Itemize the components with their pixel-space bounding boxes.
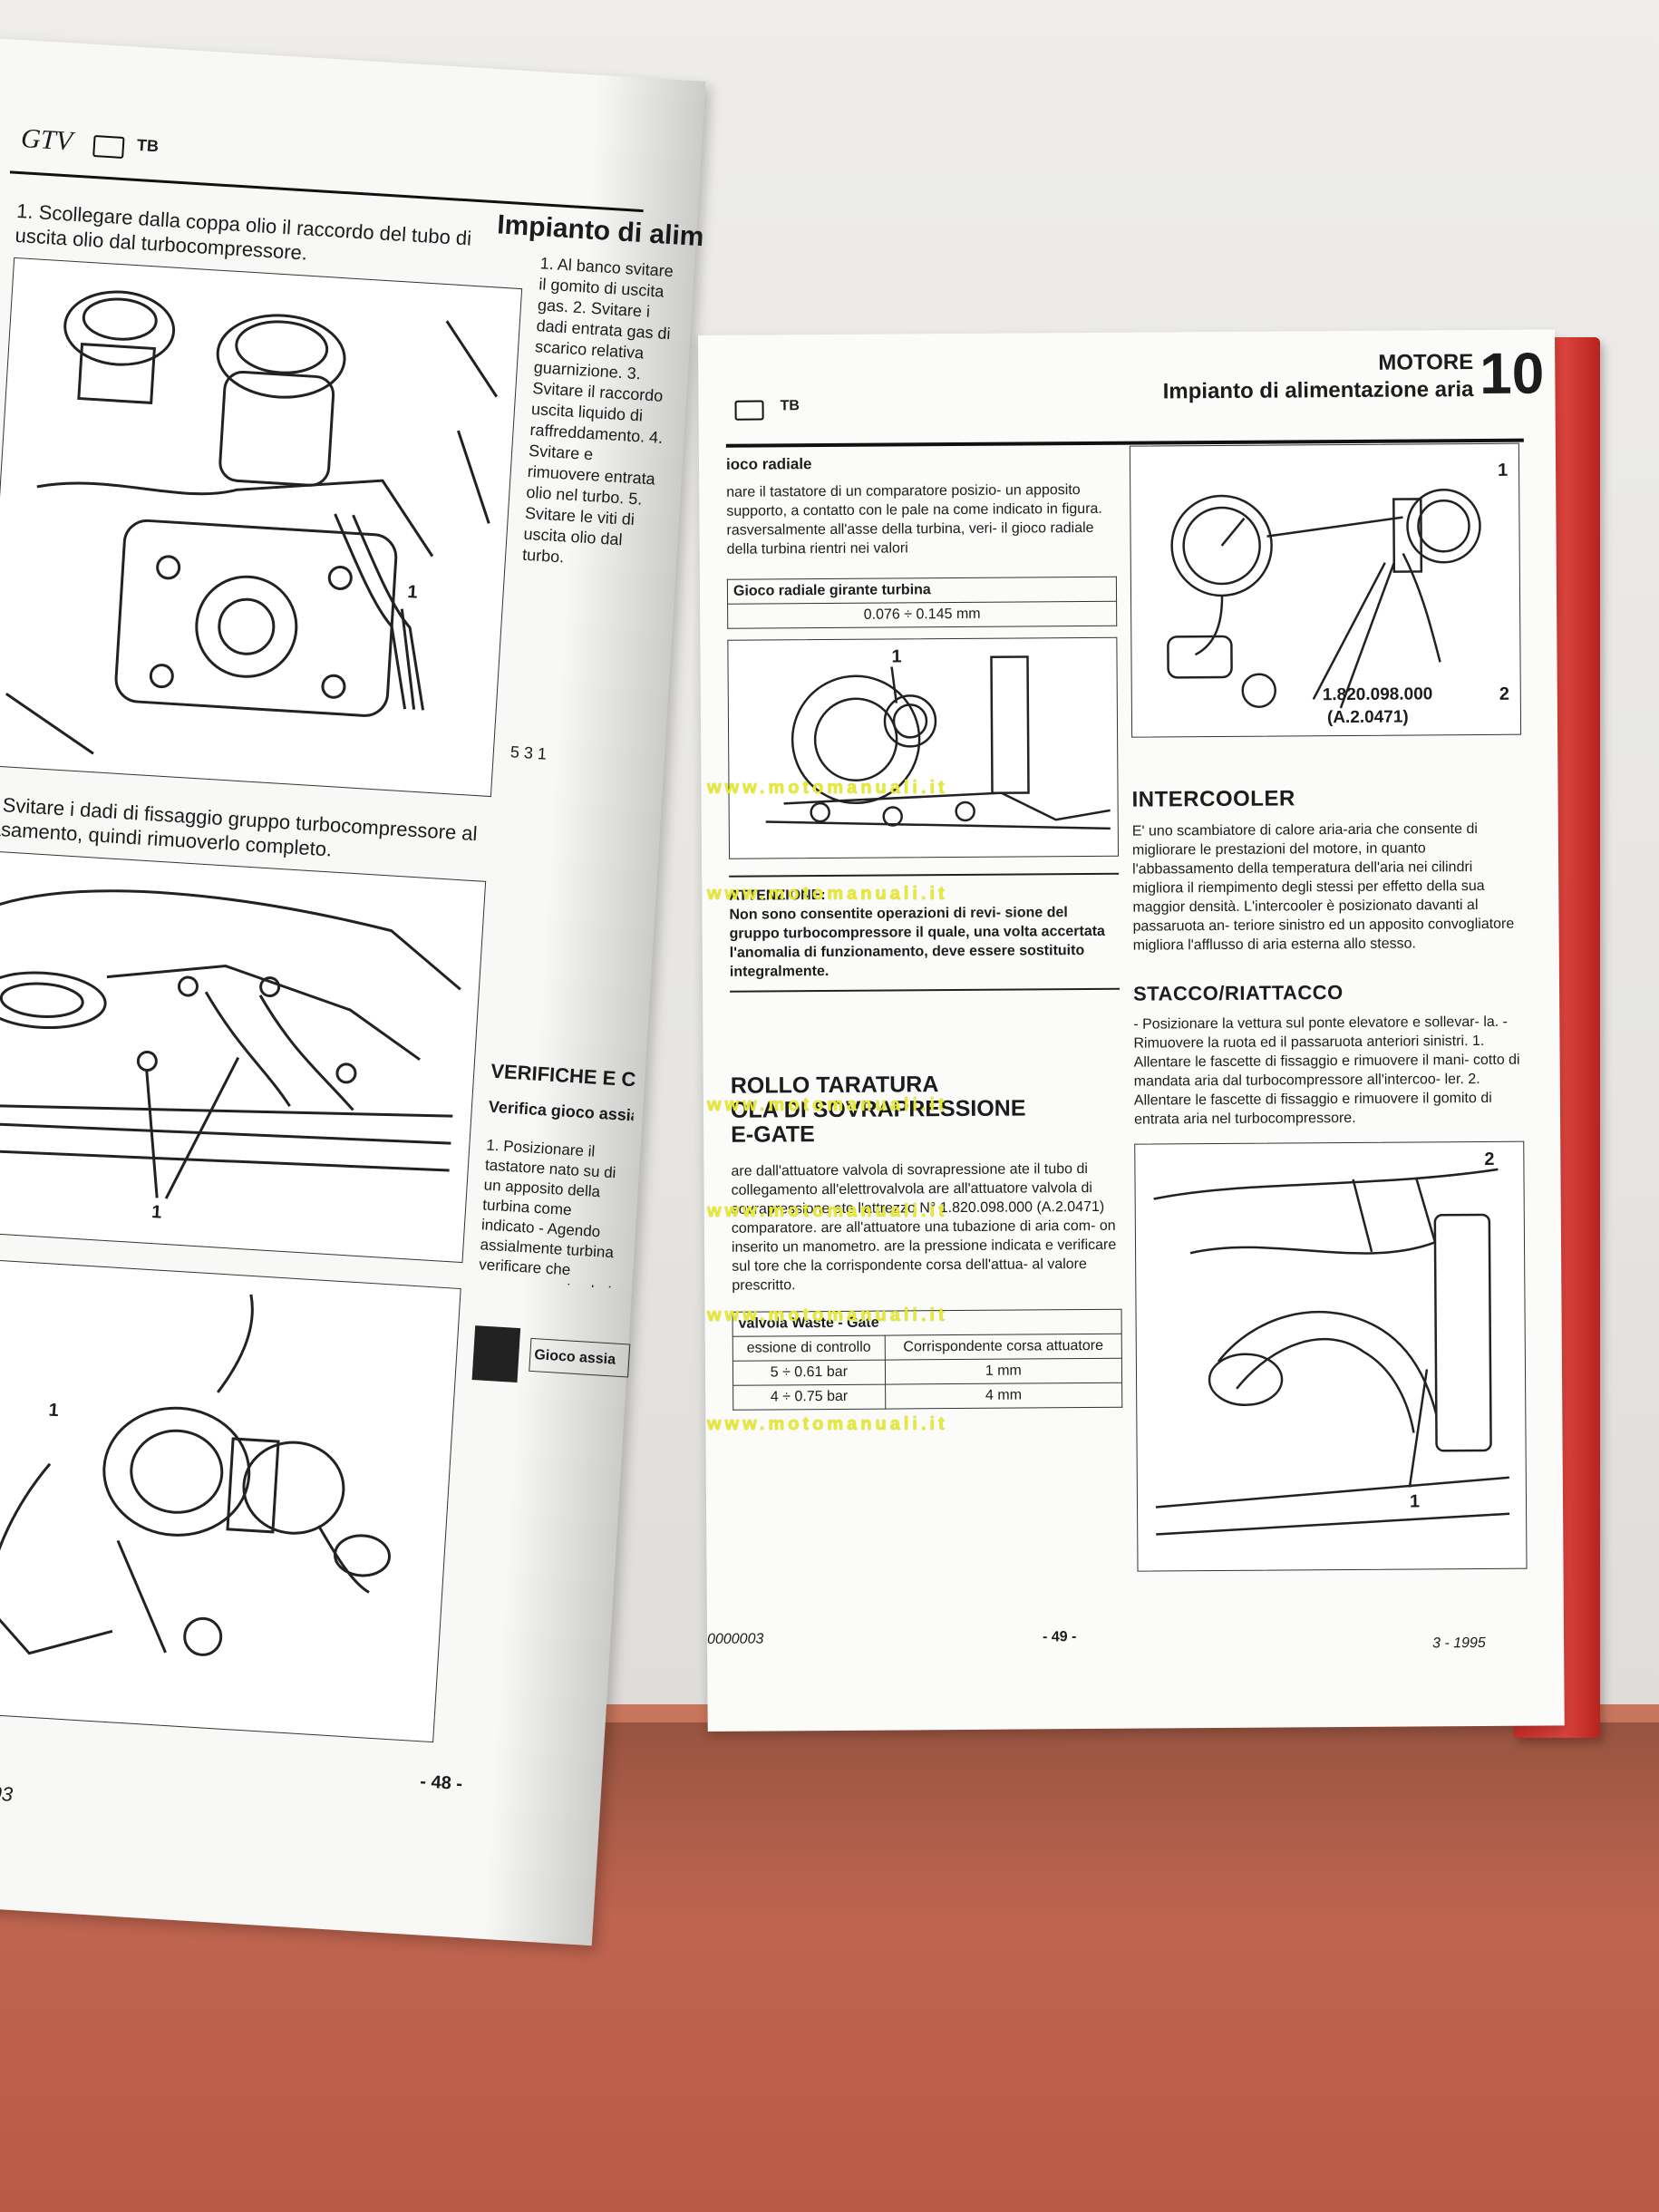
header-section: MOTORE: [1378, 350, 1474, 375]
controllo-heading-line-3: E-GATE: [731, 1121, 815, 1148]
right-page-number: - 49 -: [1042, 1629, 1077, 1645]
left-page-number: - 48 -: [419, 1771, 463, 1795]
left-page-tag: TB: [136, 135, 160, 156]
gioco-radiale-table: Gioco radiale girante turbina 0.076 ÷ 0.…: [727, 577, 1117, 629]
right-page-tag: TB: [780, 398, 800, 414]
table-cell: 1 mm: [885, 1358, 1122, 1385]
verifica-subheading: Verifica gioco assia: [488, 1097, 635, 1125]
stacco-heading: STACCO/RIATTACCO: [1132, 981, 1344, 1005]
engine-drawing-1: [5, 290, 499, 755]
watermark: www.motomanuali.it: [707, 1414, 948, 1434]
figure-wastegate-test: 1 2 1.820.098.000 (A.2.0471): [1129, 442, 1522, 738]
figure-oil-pipe: 1: [0, 257, 523, 798]
table-row: 4 ÷ 0.75 bar 4 mm: [732, 1382, 1122, 1411]
table-cell: 0.076 ÷ 0.145 mm: [727, 601, 1117, 629]
gauge-symbol-icon: [471, 1325, 521, 1383]
right-page-code: 0000003: [706, 1631, 764, 1647]
figure-callout: 1: [150, 1202, 162, 1223]
figure-callouts-side: 5 3 1: [509, 742, 646, 770]
figure-radial-play: 1: [727, 636, 1120, 859]
figure-callout: 2: [1484, 1149, 1495, 1169]
stacco-text: - Posizionare la vettura sul ponte eleva…: [1133, 1014, 1520, 1128]
model-year-icon: [734, 400, 764, 421]
watermark: www.motomanuali.it: [707, 1095, 948, 1115]
table-cell: 4 mm: [885, 1382, 1122, 1410]
right-page-column-b: 1 2 1.820.098.000 (A.2.0471) INTERCOOLER…: [1129, 442, 1528, 1572]
right-page-date: 3 - 1995: [1432, 1635, 1486, 1652]
watermark: www.motomanuali.it: [707, 1305, 948, 1325]
verifiche-heading: VERIFICHE E CO: [490, 1059, 636, 1092]
tool-code: 1.820.098.000: [1322, 684, 1433, 705]
intercooler-drawing: [1153, 1168, 1510, 1536]
intercooler-text: E' uno scambiatore di calore aria-aria c…: [1131, 821, 1515, 954]
header-subsection: Impianto di alimentazione aria: [1162, 377, 1474, 404]
figure-callout: 1: [1409, 1491, 1421, 1512]
table-cell: 5 ÷ 0.61 bar: [732, 1360, 886, 1386]
turbo-drawing: [0, 1294, 391, 1656]
chapter-number: 10: [1479, 340, 1545, 406]
table-col-header: essione di controllo: [732, 1335, 886, 1362]
figure-intercooler-hoses: 2 1: [1134, 1140, 1528, 1572]
attention-text: Non sono consentite operazioni di revi- …: [729, 905, 1105, 980]
figure-callout: 1: [406, 582, 419, 603]
gioco-assiale-label: Gioco assia: [529, 1337, 631, 1378]
figure-callout: 1: [537, 744, 548, 763]
gioco-radiale-text: nare il tastatore di un comparatore posi…: [726, 482, 1102, 558]
wastegate-test-drawing: [1167, 489, 1481, 709]
table-cell: 4 ÷ 0.75 bar: [732, 1384, 886, 1411]
left-page: GTV TB Impianto di alim 1. Scollegare da…: [0, 36, 706, 1946]
model-year-icon: [92, 134, 125, 160]
controllo-text: are dall'attuatore valvola di sovrapress…: [731, 1161, 1117, 1294]
figure-turbo-unit: 1: [0, 1256, 461, 1743]
tool-ref: (A.2.0471): [1326, 707, 1409, 728]
figure-callout: 1: [891, 646, 902, 667]
watermark: www.motomanuali.it: [707, 1201, 948, 1221]
intercooler-heading: INTERCOOLER: [1131, 786, 1295, 812]
right-page: TB MOTORE Impianto di alimentazione aria…: [698, 329, 1565, 1732]
brand-logo: GTV: [20, 123, 73, 157]
watermark: www.motomanuali.it: [707, 778, 948, 798]
table-header: Gioco radiale girante turbina: [727, 577, 1117, 605]
figure-callout: 3: [523, 743, 534, 762]
engine-drawing-2: [0, 889, 461, 1199]
watermark: www.motomanuali.it: [707, 884, 948, 904]
left-page-code: 7000000003: [0, 1776, 14, 1806]
table-row: 5 ÷ 0.61 bar 1 mm: [732, 1358, 1122, 1386]
verifica-text: 1. Posizionare il tastatore nato su di u…: [478, 1136, 616, 1289]
table-col-header: Corrispondente corsa attuatore: [884, 1334, 1122, 1361]
figure-manifold-nuts: 1: [0, 849, 487, 1264]
figure-callout: 2: [1499, 684, 1509, 704]
radial-gauge-drawing: [765, 655, 1111, 830]
left-page-side-steps: 1. Al banco svitare il gomito di uscita …: [521, 254, 674, 567]
figure-callout: 5: [509, 742, 520, 762]
right-page-column-a: ioco radiale nare il tastatore di un com…: [726, 446, 1122, 1411]
figure-callout: 1: [47, 1400, 60, 1421]
figure-callout: 1: [1497, 460, 1509, 480]
gioco-radiale-heading: ioco radiale: [725, 455, 812, 473]
left-page-title: Impianto di alim: [496, 209, 705, 253]
